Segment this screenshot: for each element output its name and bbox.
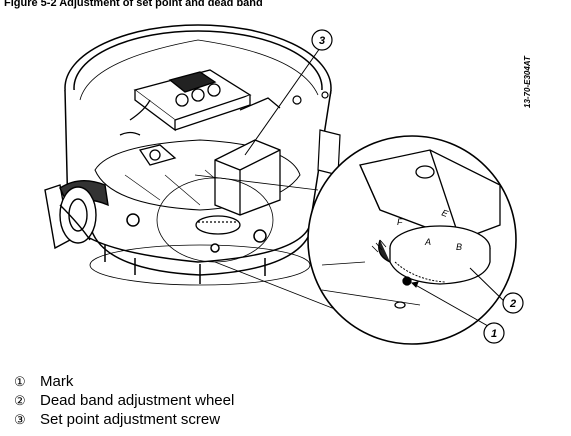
- wheel-letter-b: B: [456, 242, 462, 252]
- wheel-letter-f: F: [397, 217, 403, 227]
- wheel-letters: E F A B: [397, 207, 462, 252]
- callout-leaders: [410, 267, 509, 327]
- legend-item-mark: ① Mark: [14, 372, 234, 391]
- terminal-block: [129, 69, 281, 132]
- legend-label: Dead band adjustment wheel: [40, 392, 235, 409]
- figure-caption: Figure 5-2 Adjustment of set point and d…: [4, 0, 263, 9]
- legend-label: Mark: [40, 373, 74, 390]
- housing: [64, 24, 332, 286]
- legend-item-dead-band: ② Dead band adjustment wheel: [14, 391, 234, 410]
- wheel-letter-e: E: [440, 207, 450, 219]
- svg-text:3: 3: [319, 35, 325, 47]
- drawing-code: 13-70-E304AT: [523, 55, 532, 108]
- legend-symbol: ①: [14, 374, 26, 389]
- legend-item-set-point: ③ Set point adjustment screw: [14, 410, 234, 429]
- detail-contents: [321, 149, 501, 309]
- svg-text:2: 2: [509, 298, 516, 310]
- callout-3: 3: [311, 29, 333, 51]
- callout-3-leader: [244, 47, 321, 156]
- svg-text:1: 1: [491, 328, 497, 340]
- callout-1: 1: [483, 322, 505, 344]
- legend: ① Mark ② Dead band adjustment wheel ③ Se…: [14, 372, 234, 429]
- legend-label: Set point adjustment screw: [40, 411, 221, 428]
- legend-symbol: ②: [14, 393, 26, 408]
- callout-2: 2: [502, 292, 524, 314]
- wheel-letter-a: A: [424, 237, 431, 247]
- legend-symbol: ③: [14, 412, 26, 427]
- cable-gland: [44, 180, 109, 250]
